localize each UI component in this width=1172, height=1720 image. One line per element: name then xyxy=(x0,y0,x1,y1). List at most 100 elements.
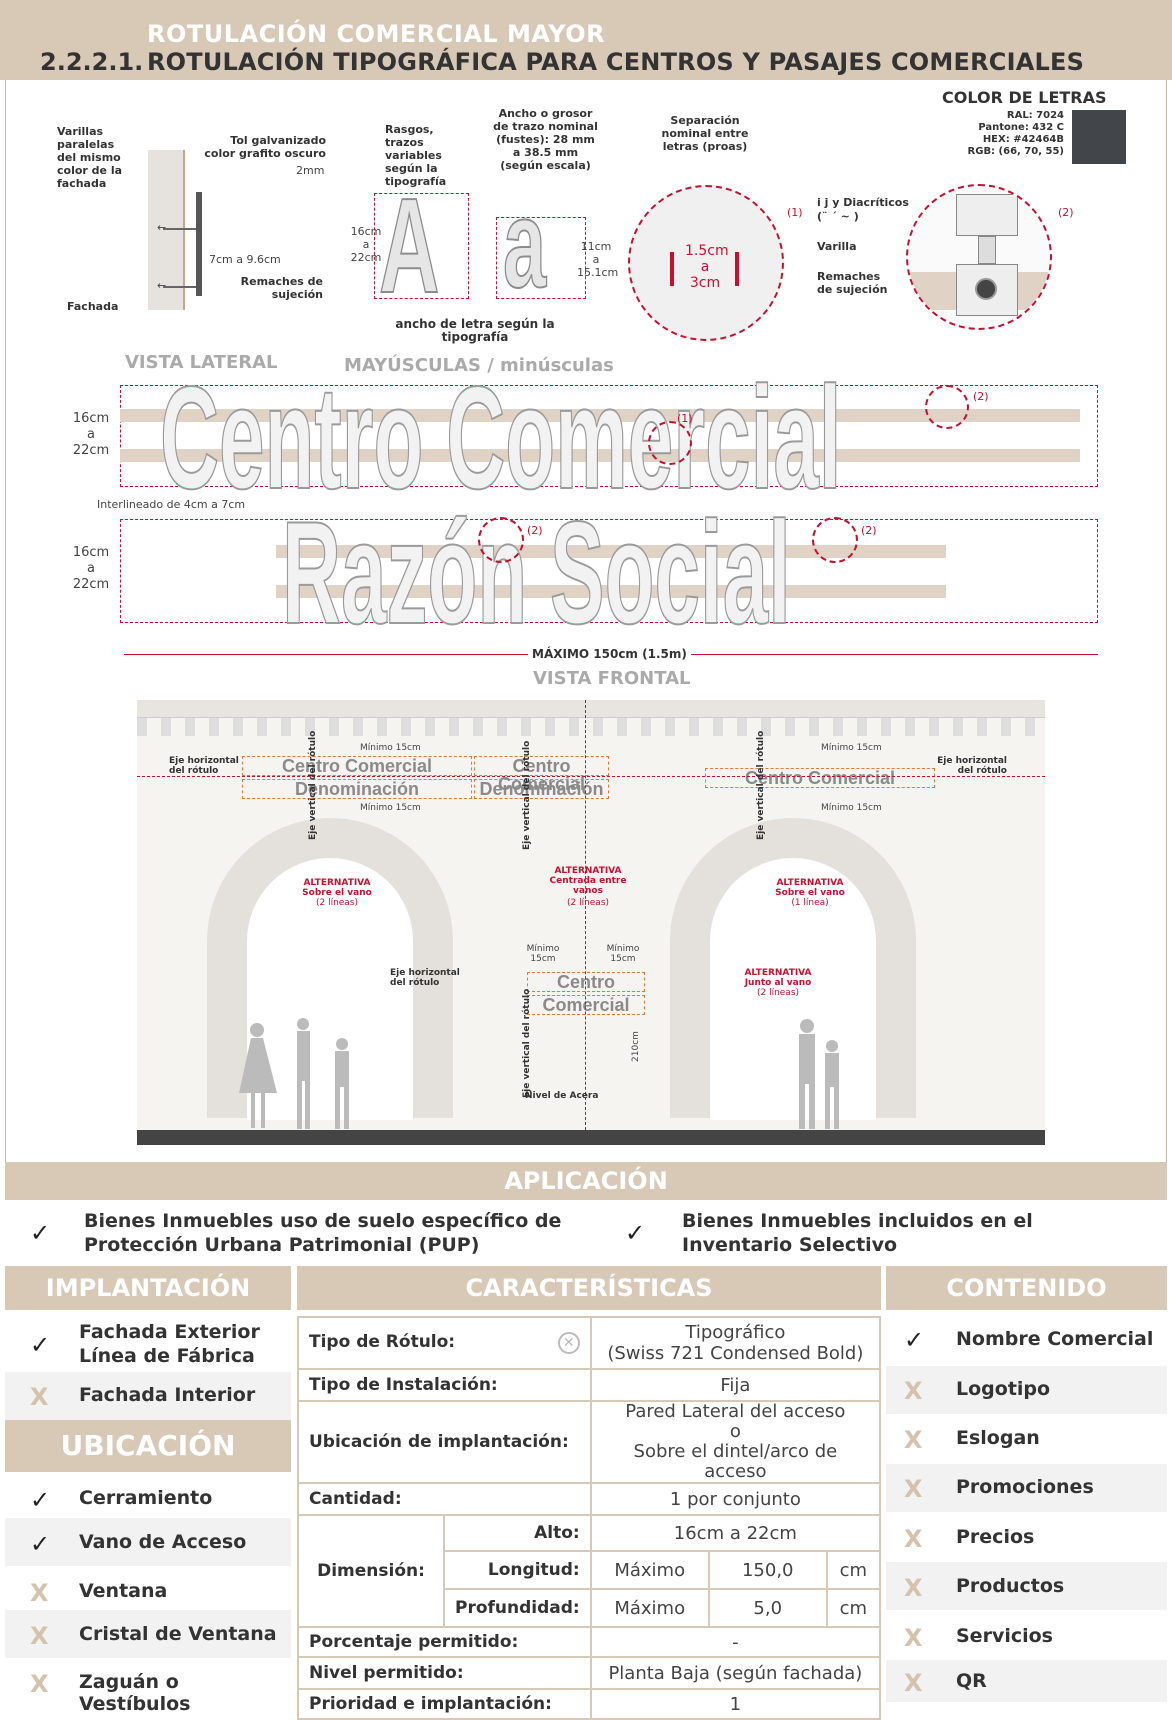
contenido-item-0: Nombre Comercial xyxy=(956,1328,1154,1350)
aplicacion-item1: Bienes Inmuebles uso de suelo específico… xyxy=(84,1210,562,1256)
facade-wall xyxy=(148,150,184,310)
sign-d1: Centro xyxy=(527,972,645,992)
alt-center-lines: (2 líneas) xyxy=(566,898,610,908)
separation-marker: (1) xyxy=(787,206,803,219)
rod-block xyxy=(978,236,996,264)
min-15-b: Mínimo 15cm xyxy=(360,803,421,813)
porc-value: - xyxy=(589,1626,882,1658)
ubicacion-item-3: Cristal de Ventana xyxy=(79,1623,277,1645)
check-icon: ✓ xyxy=(625,1219,646,1247)
eje-v-center: Eje vertical del rótulo xyxy=(522,740,532,850)
separation-label: Separación nominal entre letras (proas) xyxy=(661,114,749,153)
eje-h-left: Eje horizontal del rótulo xyxy=(169,756,239,776)
row-bg xyxy=(5,1610,291,1658)
ubic-v2: o xyxy=(729,1421,741,1442)
lower-box xyxy=(496,217,586,299)
separation-circle xyxy=(628,185,784,341)
long-b: 150,0 xyxy=(707,1550,828,1590)
remaches-2-label: Remaches de sujeción xyxy=(817,270,888,296)
sign-d2: Comercial xyxy=(527,995,645,1015)
marker2-circle xyxy=(925,385,969,429)
rod-band xyxy=(120,449,1080,462)
prof-b: 5,0 xyxy=(707,1588,828,1628)
implantacion-item-0: Fachada Exterior Línea de Fábrica xyxy=(79,1321,260,1367)
prof-c: cm xyxy=(825,1588,882,1628)
min15-right-a: Mínimo xyxy=(606,944,640,954)
min-15-c: Mínimo 15cm xyxy=(821,743,882,753)
remaches-label: Remaches de sujeción xyxy=(240,275,323,301)
gap-left-bar xyxy=(670,252,674,286)
prof-key: Profundidad: xyxy=(443,1588,592,1628)
opening-left xyxy=(247,858,413,1120)
ij-label: i j y Diacríticos xyxy=(817,196,909,209)
ubicacion-item-1: Vano de Acceso xyxy=(79,1531,247,1553)
x-icon: X xyxy=(30,1579,49,1607)
marker2-circle-c xyxy=(812,517,858,563)
x-icon: X xyxy=(904,1624,923,1652)
ubicacion-item-4: Zaguán o Vestíbulos xyxy=(79,1671,191,1715)
x-icon: X xyxy=(904,1426,923,1454)
ubic-v1: Pared Lateral del acceso xyxy=(625,1401,846,1422)
color-title: COLOR DE LETRAS xyxy=(942,88,1107,107)
row-bg xyxy=(886,1464,1167,1512)
ubicacion-item-0: Cerramiento xyxy=(79,1487,213,1509)
tol-plate xyxy=(196,192,202,296)
x-icon: X xyxy=(904,1669,923,1697)
prof-a: Máximo xyxy=(589,1588,710,1628)
upper-box xyxy=(374,193,469,299)
cornice xyxy=(137,700,1045,718)
contenido-list: ✓ Nombre Comercial X Logotipo X Eslogan … xyxy=(886,1316,1167,1702)
dot-block xyxy=(956,194,1018,236)
tipo-rotulo-key: Tipo de Rótulo: ✕ xyxy=(297,1316,592,1370)
frontal-caption: VISTA FRONTAL xyxy=(533,668,691,689)
eje-v-bottom: Eje vertical del rótulo xyxy=(522,988,532,1098)
alt-center-title: ALTERNATIVA xyxy=(554,866,622,876)
x-icon: X xyxy=(30,1383,49,1411)
color-swatch xyxy=(1072,110,1126,164)
width-label: ancho de letra según la tipografía xyxy=(395,317,555,344)
lateral-caption: VISTA LATERAL xyxy=(125,352,278,373)
no-symbol-icon: ✕ xyxy=(557,1332,580,1354)
alt-center-desc: Centrada entre vanos xyxy=(549,876,627,896)
ubic-v3: Sobre el dintel/arco de acceso xyxy=(633,1441,838,1482)
alt-left-desc: Sobre el vano xyxy=(302,888,372,898)
alt-junto-desc: Junto al vano xyxy=(744,978,812,988)
height2: 16cm a 22cm xyxy=(72,545,110,592)
contenido-item-4: Precios xyxy=(956,1526,1035,1548)
aplicacion-title: APLICACIÓN xyxy=(5,1162,1167,1200)
marker1-circle xyxy=(648,421,692,465)
aplicacion-item2: Bienes Inmuebles incluidos en el Inventa… xyxy=(682,1210,1033,1256)
people-right-icon xyxy=(799,1019,839,1129)
marker2-circle-b xyxy=(478,517,524,563)
color-pantone: Pantone: 432 C xyxy=(978,122,1064,133)
rod-spacing: 7cm a 9.6cm xyxy=(209,253,281,266)
grosor-label: Ancho o grosor de trazo nominal (fustes)… xyxy=(493,107,598,172)
tipo-rotulo-value: Tipográfico(Swiss 721 Condensed Bold) xyxy=(589,1316,882,1370)
fachada-label: Fachada xyxy=(67,300,119,313)
row-bg xyxy=(5,1518,291,1566)
rivet-circle xyxy=(906,184,1052,330)
min15-left-a: Mínimo xyxy=(526,944,560,954)
eje-h-right: Eje horizontal del rótulo xyxy=(937,756,1007,776)
marker2-c: (2) xyxy=(861,524,877,537)
contenido-title: CONTENIDO xyxy=(886,1266,1167,1310)
contenido-item-5: Productos xyxy=(956,1575,1065,1597)
tipo-inst-value: Fija xyxy=(589,1368,882,1402)
rod-bottom xyxy=(163,286,196,288)
separation-value: 1.5cm a 3cm xyxy=(685,243,729,291)
page-header: ROTULACIÓN COMERCIAL MAYOR 2.2.2.1. ROTU… xyxy=(0,0,1172,80)
lower-height: 11cm a 15.1cm xyxy=(577,240,619,279)
alto-key: Alto: xyxy=(443,1514,592,1552)
row-bg xyxy=(886,1562,1167,1610)
min-15-d: Mínimo 15cm xyxy=(821,803,882,813)
row-bg xyxy=(5,1372,291,1420)
diagram-frame xyxy=(5,80,1167,1162)
upper-letter: A xyxy=(378,170,440,321)
implantacion-title: IMPLANTACIÓN xyxy=(5,1266,291,1310)
ubicacion-item-2: Ventana xyxy=(79,1580,168,1602)
prio-value: 1 xyxy=(589,1688,882,1720)
ubic-key: Ubicación de implantación: xyxy=(297,1400,592,1484)
letters-caption: MAYÚSCULAS / minúsculas xyxy=(344,355,614,376)
